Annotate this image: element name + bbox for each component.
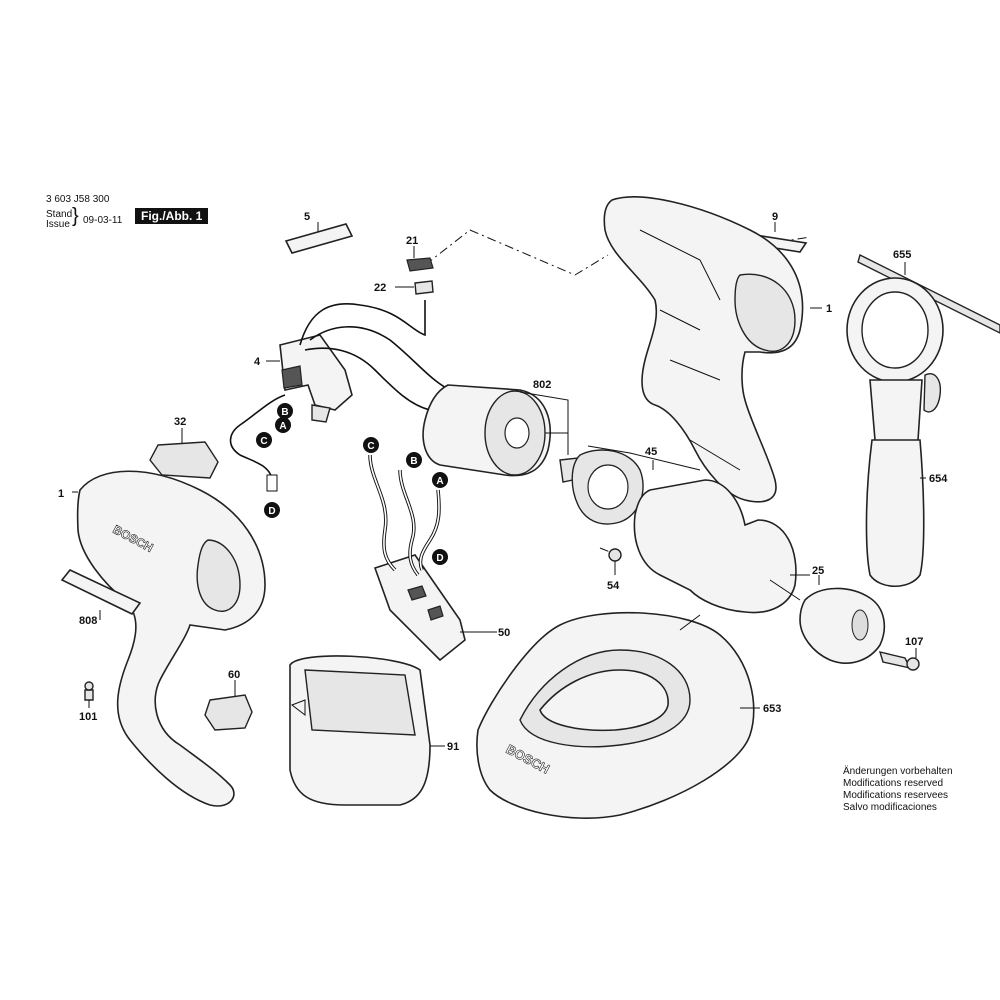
bracket-802: [519, 391, 569, 455]
label-60: 60: [228, 669, 240, 681]
label-21: 21: [406, 235, 418, 247]
wire-switch-top: [299, 300, 426, 346]
part-4-switch: [279, 334, 353, 423]
part-21-clip: [406, 257, 434, 272]
label-50: 50: [498, 627, 510, 639]
svg-text:B: B: [281, 407, 288, 418]
note-es: Salvo modificaciones: [843, 802, 937, 813]
figure-badge: Fig./Abb. 1: [135, 208, 209, 224]
document-number: 3 603 J58 300: [46, 194, 110, 205]
label-1-left: 1: [58, 488, 64, 500]
issue-date: 09-03-11: [83, 215, 123, 226]
label-91: 91: [447, 741, 459, 753]
connector-b-board: B: [406, 452, 422, 468]
issue-label: Issue: [46, 219, 70, 230]
label-5: 5: [304, 211, 310, 223]
note-de: Änderungen vorbehalten: [843, 766, 953, 777]
reference-line-top: [424, 229, 609, 276]
connector-d-switch: D: [264, 502, 280, 518]
label-653: 653: [763, 703, 781, 715]
part-802-motor: [422, 384, 568, 477]
bracket-45: [587, 445, 701, 471]
label-107: 107: [905, 636, 923, 648]
label-25: 25: [812, 565, 824, 577]
connector-d-board: D: [432, 549, 448, 565]
part-32-cap: [149, 428, 219, 479]
wire-switch-motor-1: [309, 326, 451, 391]
label-654: 654: [929, 473, 948, 485]
label-45: 45: [645, 446, 657, 458]
svg-text:D: D: [268, 506, 275, 517]
part-91-battery: [289, 655, 431, 806]
part-60-button: [204, 680, 253, 731]
part-1-housing-left: [76, 470, 266, 807]
label-1-right: 1: [826, 303, 832, 315]
part-45-gearbox: [571, 449, 810, 614]
stand-label: Stand: [46, 209, 73, 220]
part-54-screw: [599, 547, 622, 575]
connector-a-board: A: [432, 472, 448, 488]
part-101-screw: [84, 681, 94, 708]
note-fr: Modifications reservees: [843, 790, 949, 801]
label-101: 101: [79, 711, 97, 723]
part-653-charger: [476, 611, 755, 819]
svg-text:D: D: [436, 553, 443, 564]
label-54: 54: [607, 580, 620, 592]
part-808-label: [60, 569, 142, 616]
label-4: 4: [254, 356, 261, 368]
svg-text:C: C: [260, 436, 267, 447]
svg-text:B: B: [410, 456, 417, 467]
brace-glyph: }: [72, 205, 79, 227]
connector-c-board: C: [363, 437, 379, 453]
label-32: 32: [174, 416, 186, 428]
svg-text:C: C: [367, 441, 374, 452]
part-5-cover: [284, 222, 354, 254]
note-en: Modifications reserved: [843, 778, 944, 789]
wire-switch-motor-2: [304, 347, 431, 411]
label-22: 22: [374, 282, 386, 294]
wire-switch-battery: [229, 394, 286, 479]
svg-text:A: A: [436, 476, 443, 487]
label-9: 9: [772, 211, 778, 223]
label-808: 808: [79, 615, 97, 627]
part-1-housing-half-right: [603, 196, 804, 503]
part-25-chuck: [799, 587, 886, 664]
part-107-screw: [878, 651, 920, 671]
label-655: 655: [893, 249, 911, 261]
connector-c-switch: C: [256, 432, 272, 448]
part-654-aux-handle: [846, 277, 944, 587]
connector-b-switch: B: [277, 403, 293, 419]
connector-a-switch: A: [275, 417, 291, 433]
part-50-circuit-board: [373, 554, 497, 662]
part-22-connector: [395, 280, 434, 295]
label-802: 802: [533, 379, 551, 391]
modification-notes: Änderungen vorbehalten Modifications res…: [843, 766, 953, 814]
wire-terminal-d: [266, 474, 278, 492]
svg-text:A: A: [279, 421, 286, 432]
